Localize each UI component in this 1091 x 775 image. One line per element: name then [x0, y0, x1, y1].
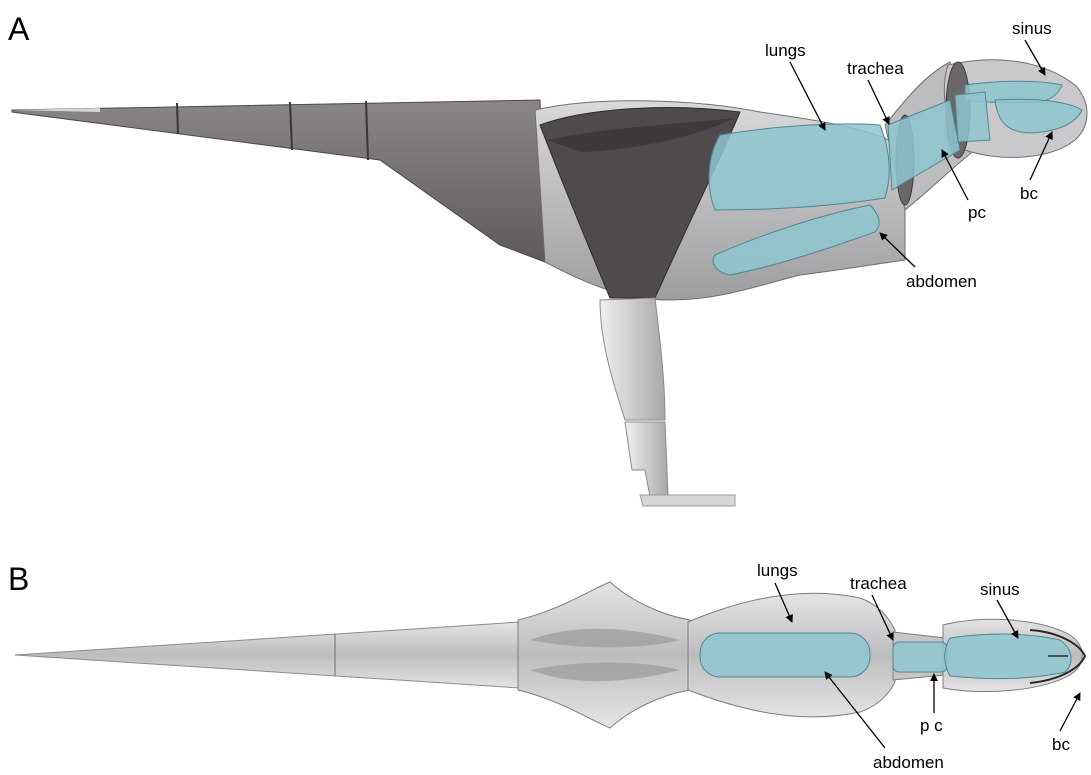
panel-b-label-abdomen: abdomen	[873, 753, 944, 772]
panel-a-label-pc: pc	[968, 203, 986, 222]
lungs-organ	[709, 124, 889, 210]
panel-b-label-sinus: sinus	[980, 580, 1020, 599]
panel-b-label-pc: p c	[920, 716, 943, 735]
panel-b-label-bc: bc	[1052, 735, 1070, 754]
panel-a-label-abdomen: abdomen	[906, 272, 977, 291]
panel-a-label-trachea: trachea	[847, 59, 904, 78]
panel-b-model	[15, 582, 1085, 728]
tail-dorsal	[15, 622, 520, 688]
panel-b-label-lungs: lungs	[757, 561, 798, 580]
hips-dorsal	[518, 582, 690, 728]
panel-b: B lungs trachea sinus	[8, 561, 1085, 772]
panel-a-label-bc: bc	[1020, 184, 1038, 203]
foot	[640, 495, 735, 506]
tail	[12, 100, 545, 262]
panel-b-letter: B	[8, 561, 29, 597]
panel-a-label-sinus: sinus	[1012, 19, 1052, 38]
panel-b-label-trachea: trachea	[850, 574, 907, 593]
trachea-organ-dorsal	[893, 642, 947, 672]
lungs-abdomen-organ-dorsal	[700, 633, 870, 677]
pc-organ	[955, 92, 990, 142]
leg-upper	[600, 298, 665, 420]
panel-a-label-lungs: lungs	[765, 41, 806, 60]
panel-a-letter: A	[8, 11, 30, 47]
leg-lower	[625, 422, 668, 497]
panel-a: A	[8, 11, 1087, 506]
